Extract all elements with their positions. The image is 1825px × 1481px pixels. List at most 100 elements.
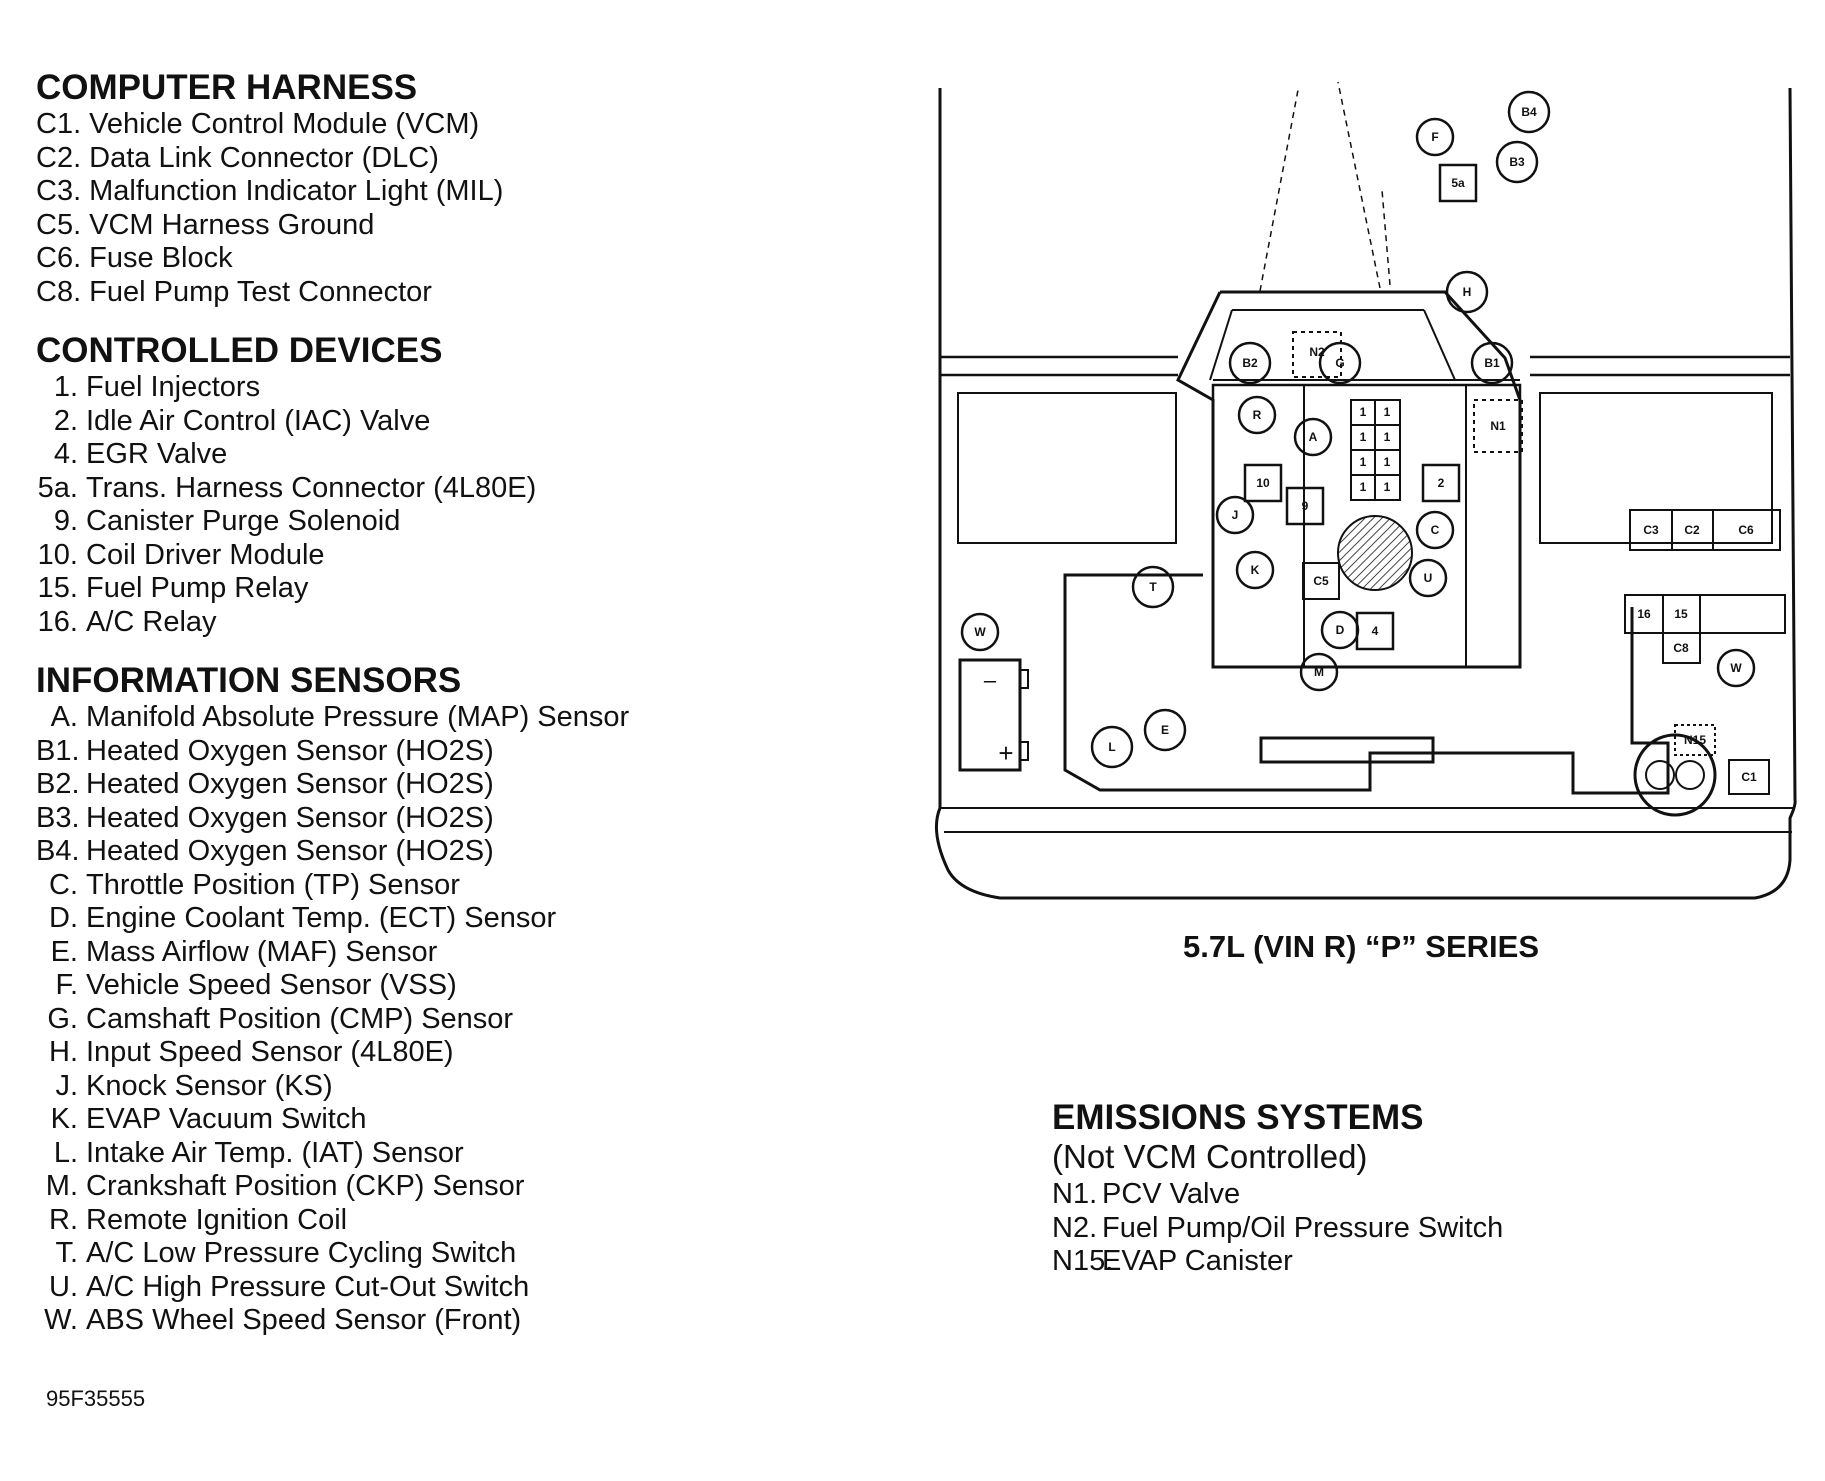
information-sensors-title: INFORMATION SENSORS [36, 661, 462, 700]
legend-item: R.Remote Ignition Coil [36, 1204, 796, 1238]
legend-item-code: L. [53, 1136, 78, 1169]
computer-harness-section: COMPUTER HARNESS C1.Vehicle Control Modu… [36, 68, 796, 309]
legend-item: 10.Coil Driver Module [36, 539, 796, 573]
label-5a: 5a [1451, 176, 1465, 190]
legend-item-code: 10. [37, 538, 78, 571]
legend-item-label: Manifold Absolute Pressure (MAP) Sensor [86, 701, 630, 733]
legend-item-code: 5a. [37, 471, 78, 504]
label-9: 9 [1302, 499, 1309, 513]
legend-item-label: Fuel Pump Test Connector [89, 275, 432, 308]
legend-item-label: Heated Oxygen Sensor (HO2S) [86, 801, 494, 834]
injector-1: 1 [1384, 430, 1391, 444]
legend-item: C8.Fuel Pump Test Connector [36, 276, 796, 310]
legend-item-code: 1. [53, 371, 78, 403]
injector-1: 1 [1360, 430, 1367, 444]
label-d: D [1336, 623, 1345, 637]
legend-item: H.Input Speed Sensor (4L80E) [36, 1036, 796, 1070]
legend-item-label: PCV Valve [1102, 1178, 1241, 1210]
legend-item: C.Throttle Position (TP) Sensor [36, 869, 796, 903]
legend-item-label: EVAP Canister [1102, 1245, 1293, 1277]
legend-item-label: Heated Oxygen Sensor (HO2S) [86, 835, 494, 867]
legend-item-code: N2. [1052, 1211, 1098, 1244]
legend-item: K.EVAP Vacuum Switch [36, 1103, 796, 1137]
information-sensors-list: A.Manifold Absolute Pressure (MAP) Senso… [36, 701, 796, 1338]
legend-item: W.ABS Wheel Speed Sensor (Front) [36, 1304, 796, 1338]
label-b3: B3 [1509, 155, 1525, 169]
legend-item-code: C8. [36, 275, 82, 308]
legend-item-code: N1. [1052, 1178, 1098, 1210]
legend-item-label: Fuse Block [89, 242, 233, 274]
label-16: 16 [1637, 607, 1651, 621]
legend-item-label: A/C Low Pressure Cycling Switch [86, 1237, 517, 1269]
legend-item: 1.Fuel Injectors [36, 371, 796, 405]
legend-item: T.A/C Low Pressure Cycling Switch [36, 1237, 796, 1271]
legend-item-code: 2. [53, 404, 78, 437]
injector-1: 1 [1384, 455, 1391, 469]
label-c6: C6 [1738, 523, 1754, 537]
label-n2: N2 [1309, 345, 1325, 359]
legend-item-code: T. [55, 1237, 78, 1269]
label-b2: B2 [1242, 356, 1258, 370]
label-m: M [1314, 665, 1324, 679]
legend-item-code: B1. [36, 734, 80, 767]
legend-item-label: Idle Air Control (IAC) Valve [86, 404, 431, 437]
label-n1: N1 [1490, 419, 1506, 433]
legend-item-label: Input Speed Sensor (4L80E) [86, 1036, 454, 1068]
label-n15: N15 [1684, 733, 1706, 747]
legend-item-code: W. [44, 1304, 78, 1336]
injector-1: 1 [1384, 405, 1391, 419]
legend-item: C2.Data Link Connector (DLC) [36, 142, 796, 176]
legend-item-label: Heated Oxygen Sensor (HO2S) [86, 734, 494, 767]
battery-plus: + [998, 738, 1013, 768]
injector-1: 1 [1360, 455, 1367, 469]
legend-item-label: Coil Driver Module [86, 538, 325, 571]
legend-item-code: 15. [37, 572, 78, 604]
legend-item-label: Fuel Pump/Oil Pressure Switch [1102, 1211, 1504, 1244]
legend-item: U.A/C High Pressure Cut-Out Switch [36, 1271, 796, 1305]
label-c2: C2 [1684, 523, 1700, 537]
legend-item-code: 16. [37, 605, 78, 638]
legend-item-code: 4. [53, 438, 78, 470]
figure-id: 95F35555 [46, 1386, 146, 1411]
legend-item-code: F. [55, 969, 78, 1001]
legend-item-label: Data Link Connector (DLC) [89, 141, 439, 174]
legend-left: COMPUTER HARNESS C1.Vehicle Control Modu… [36, 68, 796, 1360]
legend-item-label: EVAP Vacuum Switch [86, 1103, 367, 1135]
legend-item-label: A/C Relay [86, 605, 217, 638]
legend-item: N2.Fuel Pump/Oil Pressure Switch [1052, 1212, 1792, 1246]
legend-item-label: Heated Oxygen Sensor (HO2S) [86, 768, 494, 800]
legend-item: B1.Heated Oxygen Sensor (HO2S) [36, 735, 796, 769]
label-2: 2 [1438, 476, 1445, 490]
legend-item: E.Mass Airflow (MAF) Sensor [36, 936, 796, 970]
legend-item: 9.Canister Purge Solenoid [36, 505, 796, 539]
legend-item-code: C3. [36, 175, 82, 207]
label-15: 15 [1674, 607, 1688, 621]
legend-item-label: A/C High Pressure Cut-Out Switch [86, 1270, 530, 1303]
emissions-subtitle: (Not VCM Controlled) [1052, 1138, 1368, 1175]
injector-1: 1 [1360, 480, 1367, 494]
label-4: 4 [1372, 624, 1379, 638]
legend-item-label: Fuel Injectors [86, 371, 261, 403]
legend-item: 2.Idle Air Control (IAC) Valve [36, 405, 796, 439]
legend-item-label: Knock Sensor (KS) [86, 1069, 333, 1102]
legend-item: C3.Malfunction Indicator Light (MIL) [36, 175, 796, 209]
legend-item: J.Knock Sensor (KS) [36, 1070, 796, 1104]
legend-item: 16.A/C Relay [36, 606, 796, 640]
legend-item-code: E. [50, 935, 78, 968]
label-g: G [1335, 356, 1344, 370]
emissions-title: EMISSIONS SYSTEMS [1052, 1098, 1424, 1137]
legend-item-code: J. [55, 1069, 78, 1102]
label-j: J [1232, 508, 1239, 522]
diagram-svg: B4 B3 F 5a H B2 G N2 B1 R A N1 10 2 J 9 … [934, 81, 1797, 900]
label-b4: B4 [1521, 105, 1537, 119]
controlled-devices-title: CONTROLLED DEVICES [36, 331, 443, 370]
legend-item-label: Mass Airflow (MAF) Sensor [86, 935, 438, 968]
legend-item: 15.Fuel Pump Relay [36, 572, 796, 606]
legend-item-code: C1. [36, 108, 82, 140]
label-c: C [1431, 523, 1440, 537]
legend-item-code: A. [50, 701, 78, 733]
legend-item: N15.EVAP Canister [1052, 1245, 1792, 1279]
legend-item: B2.Heated Oxygen Sensor (HO2S) [36, 768, 796, 802]
legend-item-label: Malfunction Indicator Light (MIL) [89, 175, 504, 207]
